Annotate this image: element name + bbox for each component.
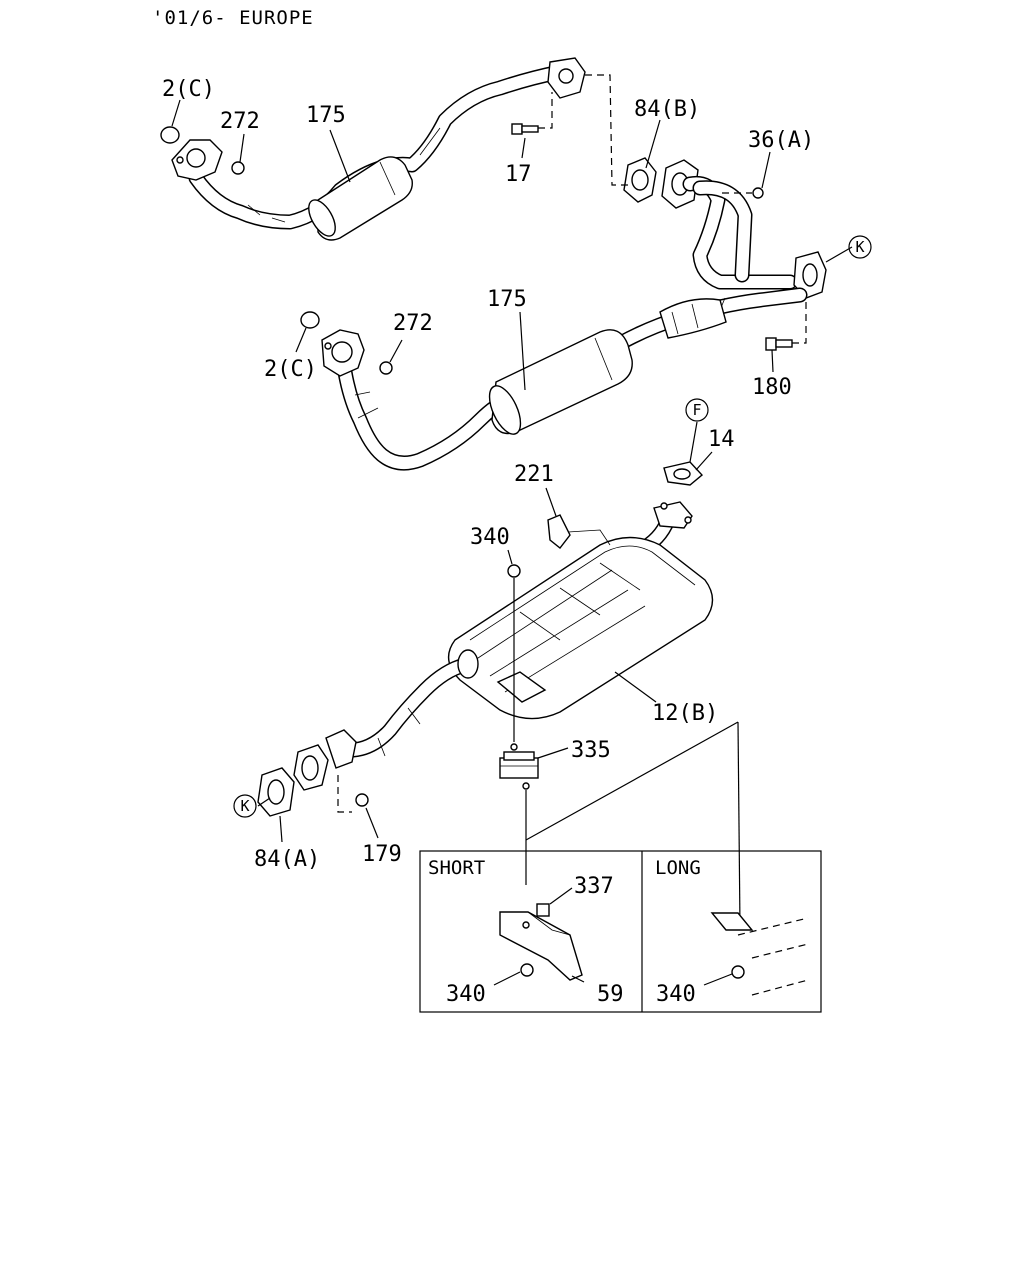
inset-frame — [419, 850, 822, 1013]
front-pipe-assembly-top — [160, 57, 586, 241]
label-59: 59 — [597, 982, 624, 1007]
label-175-top: 175 — [306, 103, 346, 128]
frame-member-long — [710, 912, 809, 996]
bracket-59 — [499, 911, 583, 981]
nut-340-long — [731, 965, 745, 979]
reference-f: F — [685, 398, 709, 422]
gasket-84b — [623, 157, 657, 203]
nut-340-top — [507, 564, 521, 578]
flange-middle-left — [321, 329, 365, 377]
ref-f-text: F — [692, 401, 701, 419]
ref-k-right-text: K — [855, 238, 864, 256]
muffler-175-top — [308, 156, 413, 241]
bolt-180 — [765, 337, 793, 351]
label-175-middle: 175 — [487, 287, 527, 312]
label-340-long: 340 — [656, 982, 696, 1007]
rubber-mount-335 — [499, 743, 539, 790]
bracket-221 — [547, 514, 611, 549]
gasket-84a — [257, 767, 295, 817]
label-335: 335 — [571, 738, 611, 763]
label-84a: 84(A) — [254, 847, 320, 872]
label-179: 179 — [362, 842, 402, 867]
label-84b: 84(B) — [634, 97, 700, 122]
front-pipe-right — [661, 159, 827, 299]
nut-272-middle — [379, 361, 393, 375]
reference-k-right: K — [848, 235, 872, 259]
nut-36a — [752, 187, 764, 199]
bolt-17 — [511, 123, 539, 135]
label-337: 337 — [574, 874, 614, 899]
gasket-2c-middle — [300, 311, 320, 329]
flange-top-right — [547, 57, 586, 99]
label-2c-middle: 2(C) — [264, 357, 317, 382]
nut-179 — [355, 793, 369, 807]
label-221: 221 — [514, 462, 554, 487]
header-text: '01/6- EUROPE — [152, 7, 314, 29]
label-36a: 36(A) — [748, 128, 814, 153]
label-14: 14 — [708, 427, 735, 452]
flange-top-left — [171, 139, 223, 181]
nut-340-short — [520, 963, 534, 977]
label-272-middle: 272 — [393, 311, 433, 336]
gasket-2c-top — [160, 126, 180, 144]
label-2c-top: 2(C) — [162, 77, 215, 102]
label-leaders — [171, 99, 853, 986]
front-pipe-assembly-middle — [300, 287, 808, 471]
label-17: 17 — [505, 162, 532, 187]
label-340-top: 340 — [470, 525, 510, 550]
muffler-175-middle — [488, 329, 633, 435]
long-leader-diagonal — [525, 721, 739, 841]
label-340-short: 340 — [446, 982, 486, 1007]
label-12b: 12(B) — [652, 701, 718, 726]
mounting-inset — [419, 850, 822, 1013]
rear-muffler-12b — [257, 461, 714, 885]
inset-short-label: SHORT — [428, 857, 485, 879]
label-180: 180 — [752, 375, 792, 400]
ref-k-left-text: K — [240, 797, 249, 815]
long-leader-vertical — [737, 721, 741, 929]
nut-272-top — [231, 161, 245, 175]
catalytic-converter-middle — [659, 298, 727, 339]
label-272-top: 272 — [220, 109, 260, 134]
inset-long-label: LONG — [655, 857, 701, 879]
reference-k-left: K — [233, 794, 257, 818]
gasket-14 — [663, 461, 704, 486]
bolt-337 — [536, 903, 550, 917]
